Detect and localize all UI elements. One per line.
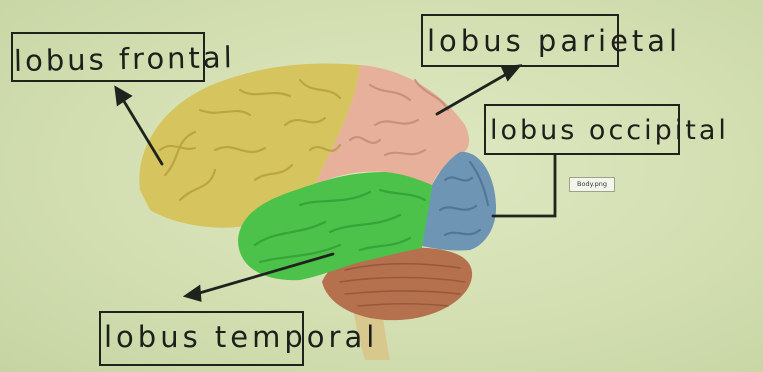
occipital-leader [493, 155, 555, 216]
frontal-arrowhead [116, 88, 130, 104]
occipital-label: lobus occipital [490, 115, 729, 146]
temporal-label: lobus temporal [104, 320, 378, 354]
temporal-arrowhead [186, 287, 200, 300]
parietal-label: lobus parietal [427, 24, 681, 58]
frontal-label: lobus frontal [14, 40, 235, 78]
parietal-arrowhead [503, 66, 519, 79]
file-name-tag: Body.png [569, 177, 615, 192]
